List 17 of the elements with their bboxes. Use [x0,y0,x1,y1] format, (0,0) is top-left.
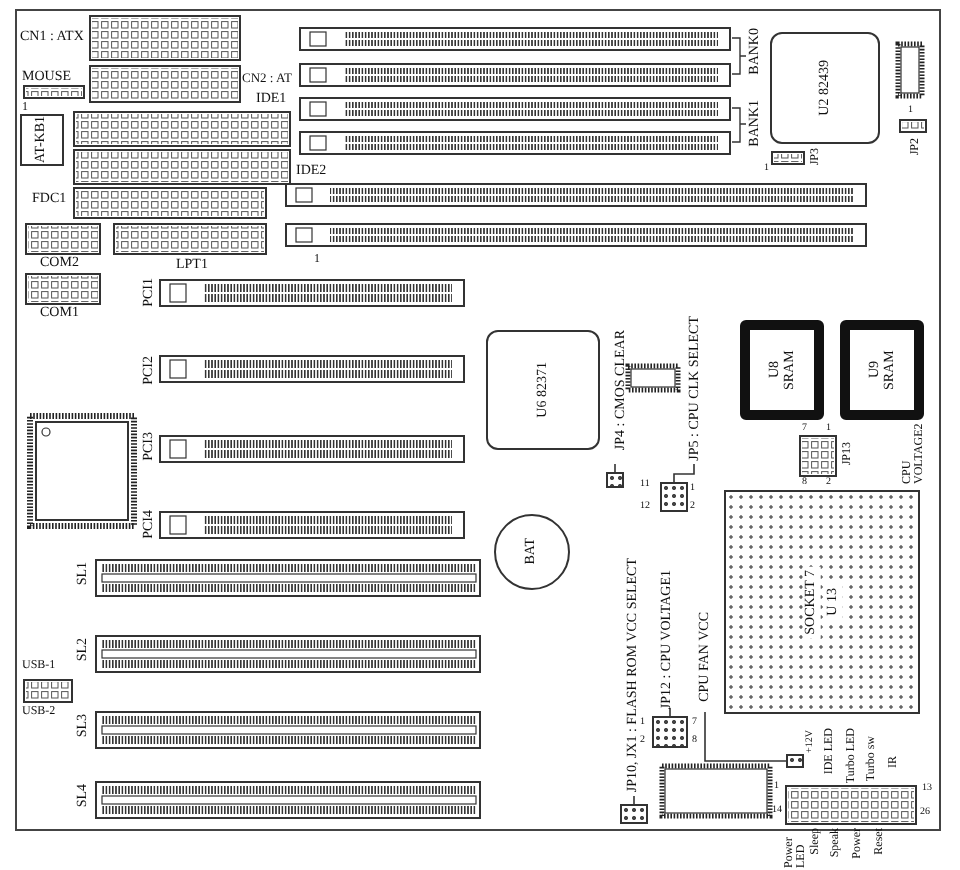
battery [494,514,570,590]
leader-line [669,707,671,717]
leader-line [673,463,695,483]
leader-line [614,463,616,473]
keyboard-connector [20,114,64,166]
sram-chip [840,320,924,420]
leader-line [704,711,787,762]
chip [770,32,880,144]
cpu-socket [724,490,920,714]
jumper-header [786,754,804,768]
jumper-header [660,482,688,512]
sram-chip [740,320,824,420]
jumper-header [620,804,648,824]
jumper-header [652,716,688,748]
leader-line [633,795,635,805]
jumper-header [606,472,624,488]
chip [486,330,600,450]
